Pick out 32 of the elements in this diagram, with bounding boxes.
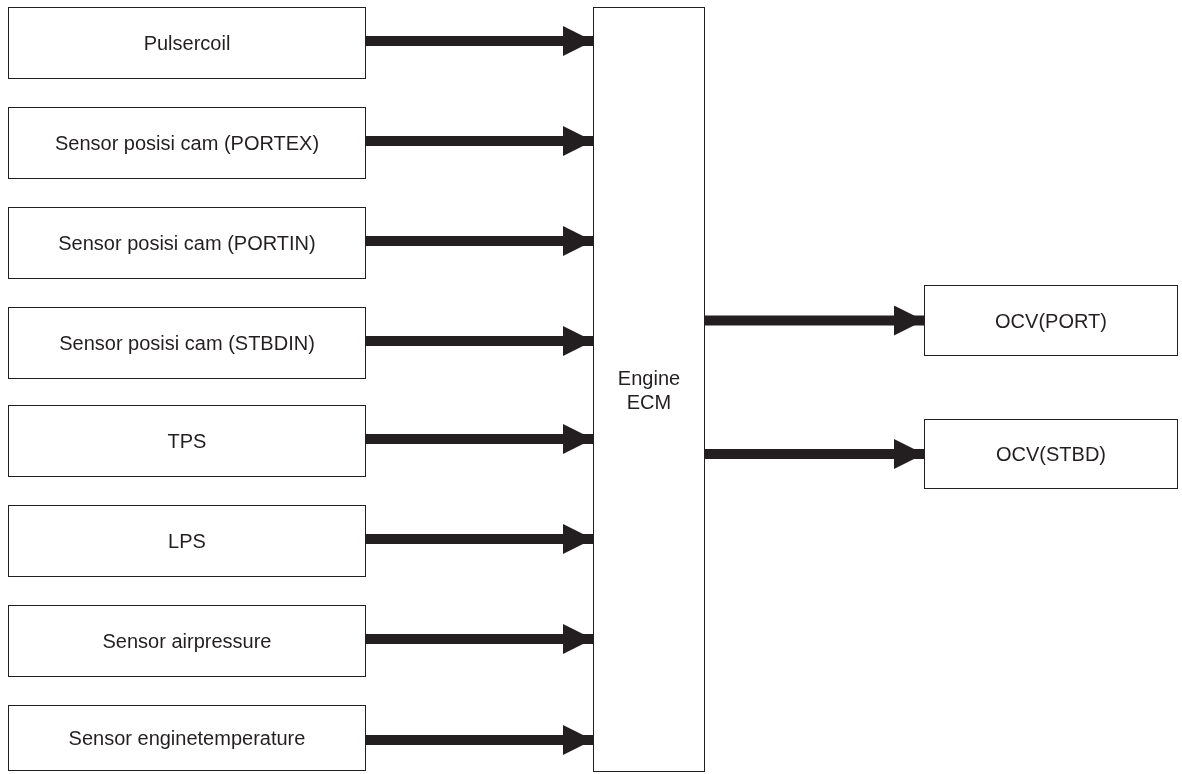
arrow bbox=[705, 439, 924, 469]
arrow bbox=[366, 524, 593, 554]
box-label: Sensor posisi cam (PORTIN) bbox=[58, 231, 316, 255]
component-box bbox=[8, 307, 366, 379]
arrow bbox=[366, 226, 593, 256]
arrow bbox=[366, 126, 593, 156]
arrow bbox=[366, 624, 593, 654]
component-box bbox=[924, 285, 1178, 356]
arrow bbox=[366, 424, 593, 454]
box-label: OCV(PORT) bbox=[995, 308, 1107, 333]
component-box bbox=[8, 207, 366, 279]
component-box bbox=[8, 505, 366, 577]
controller-box bbox=[593, 7, 705, 772]
arrow bbox=[366, 326, 593, 356]
box-label: OCV(STBD) bbox=[996, 442, 1106, 466]
arrow bbox=[366, 725, 593, 755]
component-box bbox=[8, 705, 366, 771]
arrow bbox=[705, 305, 924, 336]
box-label: TPS bbox=[167, 429, 207, 453]
box-label: Engine ECM bbox=[616, 365, 682, 414]
arrow bbox=[366, 26, 593, 56]
box-label: LPS bbox=[168, 529, 206, 553]
box-label: Sensor posisi cam (STBDIN) bbox=[59, 331, 315, 355]
box-label: Sensor posisi cam (PORTEX) bbox=[54, 131, 320, 155]
box-label: Sensor enginetemperature bbox=[68, 726, 306, 750]
component-box bbox=[924, 419, 1178, 489]
component-box bbox=[8, 405, 366, 477]
component-box bbox=[8, 605, 366, 677]
component-box bbox=[8, 7, 366, 79]
box-label: Sensor airpressure bbox=[102, 629, 272, 653]
component-box bbox=[8, 107, 366, 179]
box-label: Pulsercoil bbox=[143, 31, 231, 55]
